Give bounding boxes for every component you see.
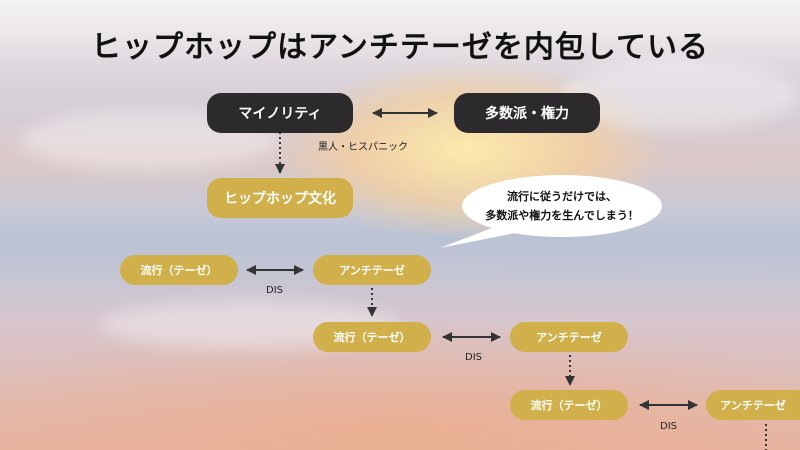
dis-label-3: DIS	[660, 421, 677, 432]
antithesis-node-1: アンチテーゼ	[313, 255, 431, 285]
majority-node: 多数派・権力	[454, 93, 600, 133]
bubble-tail	[440, 228, 520, 248]
hiphop-node: ヒップホップ文化	[207, 178, 353, 218]
minority-example-label: 黒人・ヒスパニック	[318, 142, 408, 153]
thesis-node-1: 流行（テーゼ）	[120, 255, 238, 285]
speech-bubble: 流行に従うだけでは、 多数派や権力を生んでしまう！	[462, 175, 662, 237]
dis-label-2: DIS	[465, 352, 482, 363]
cloud	[560, 60, 800, 130]
bubble-line-2: 多数派や権力を生んでしまう！	[485, 209, 639, 222]
thesis-node-3: 流行（テーゼ）	[510, 390, 628, 420]
thesis-node-2: 流行（テーゼ）	[313, 322, 431, 352]
antithesis-node-3: アンチテーゼ	[706, 390, 800, 420]
dis-label-1: DIS	[266, 285, 283, 296]
bubble-line-1: 流行に従うだけでは、	[507, 189, 617, 203]
minority-node: マイノリティ	[207, 93, 353, 133]
slide-title: ヒップホップはアンチテーゼを内包している	[91, 30, 709, 65]
antithesis-node-2: アンチテーゼ	[510, 322, 628, 352]
